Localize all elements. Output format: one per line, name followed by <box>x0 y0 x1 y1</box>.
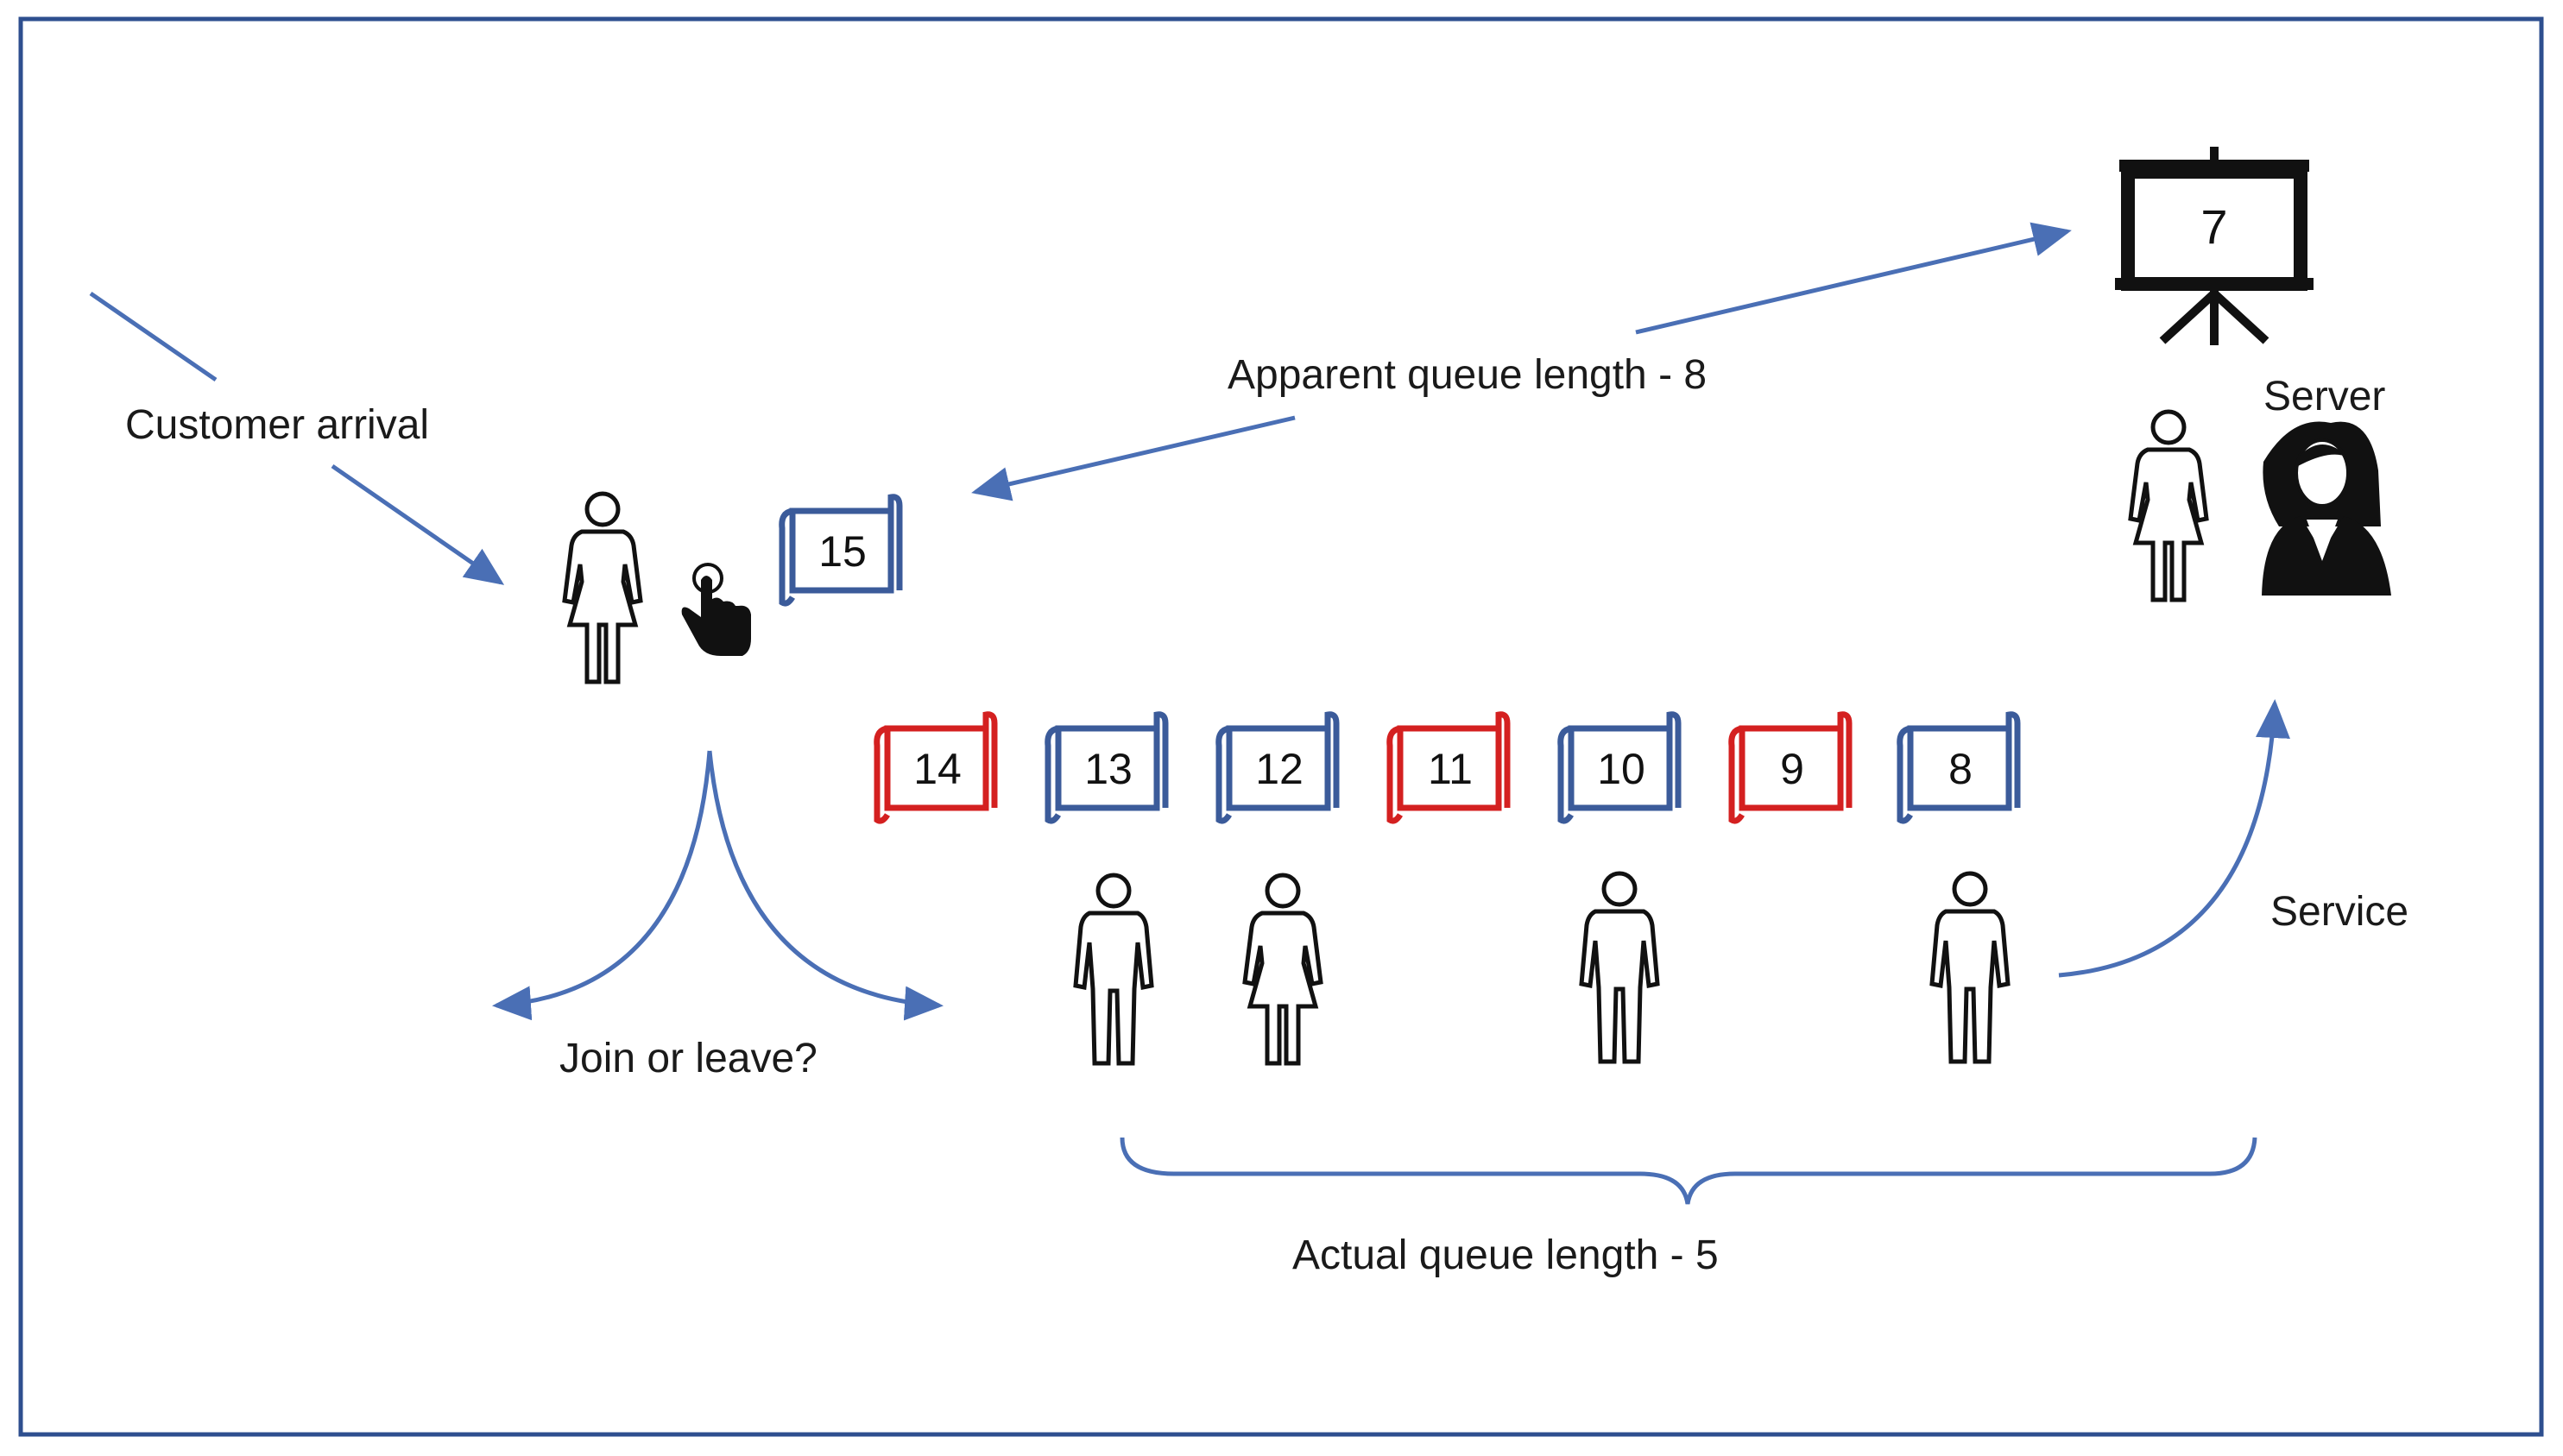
arrival-arrow-segment-1 <box>89 291 218 382</box>
queue-ticket-8-icon: 8 <box>1897 711 2021 824</box>
server-label: Server <box>2263 374 2385 419</box>
queue-ticket-9-icon: 9 <box>1728 711 1853 824</box>
queue-ticket-12-number: 12 <box>1255 745 1304 793</box>
service-label: Service <box>2270 889 2408 935</box>
display-number: 7 <box>2200 199 2227 254</box>
queue-ticket-9-number: 9 <box>1780 745 1804 793</box>
queue-customer-12-icon <box>1245 875 1321 1063</box>
apparent-arrow-to-display <box>1635 222 2072 335</box>
queue-ticket-11-icon: 11 <box>1386 711 1511 824</box>
diagram-frame <box>18 16 2544 1437</box>
queue-ticket-13-number: 13 <box>1084 745 1133 793</box>
service-arrow <box>2058 699 2290 978</box>
actual-queue-label: Actual queue length - 5 <box>1292 1232 1719 1278</box>
queue-ticket-12-icon: 12 <box>1215 711 1340 824</box>
join-arrow <box>707 750 944 1021</box>
queue-customer-13-icon <box>1076 875 1152 1063</box>
apparent-arrow-to-ticket <box>971 415 1296 501</box>
display-board-icon <box>2115 147 2314 345</box>
queue-customer-8-icon <box>1932 873 2008 1062</box>
arriving-customer-icon <box>565 494 641 682</box>
customer-being-served-icon <box>2131 412 2206 600</box>
actual-queue-brace <box>1120 1137 2257 1205</box>
server-agent-icon <box>2262 421 2391 596</box>
queue-ticket-10-number: 10 <box>1597 745 1645 793</box>
queue-ticket-13-icon: 13 <box>1045 711 1169 824</box>
queue-ticket-11-number: 11 <box>1428 745 1473 793</box>
queue-ticket-10-icon: 10 <box>1557 711 1682 824</box>
arrival-ticket-icon: 15 <box>779 494 903 607</box>
leave-arrow <box>492 750 712 1021</box>
queue-ticket-14-number: 14 <box>913 745 962 793</box>
queue-ticket-14-icon: 14 <box>874 711 998 824</box>
apparent-queue-label: Apparent queue length - 8 <box>1228 352 1707 398</box>
customer-arrival-label: Customer arrival <box>125 402 429 448</box>
queue-customer-10-icon <box>1581 873 1657 1062</box>
arrival-arrow-segment-2 <box>331 463 505 585</box>
join-or-leave-label: Join or leave? <box>559 1036 818 1081</box>
queue-ticket-8-number: 8 <box>1948 745 1973 793</box>
touch-hand-icon <box>681 563 751 656</box>
arrival-ticket-number: 15 <box>818 527 867 576</box>
ticket-group: 15 14 13 12 11 10 9 8 <box>779 494 2021 824</box>
